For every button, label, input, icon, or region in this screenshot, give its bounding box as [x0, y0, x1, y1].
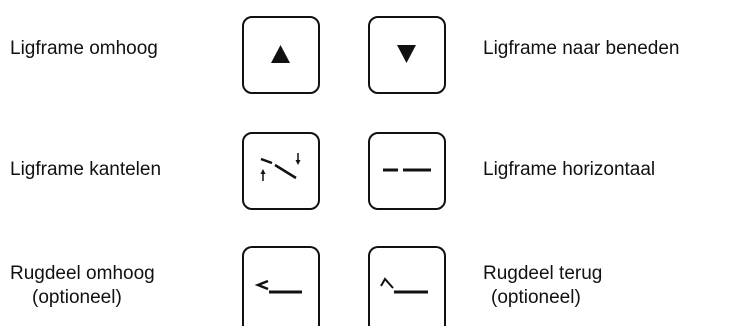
ligframe-kantelen-label: Ligframe kantelen — [10, 159, 162, 180]
ligframe-omhoog-label: Ligframe omhoog — [10, 38, 158, 59]
ligframe-tilt-button[interactable] — [242, 132, 320, 210]
tilt-icon — [260, 153, 301, 181]
rugdeel-terug-title: Rugdeel terug — [483, 263, 603, 284]
ligframe-naar-beneden-label: Ligframe naar beneden — [483, 38, 680, 59]
backrest-up-icon — [254, 279, 302, 294]
triangle-up-icon — [271, 45, 290, 63]
ligframe-up-button[interactable] — [242, 16, 320, 94]
backrest-up-button[interactable] — [242, 246, 320, 326]
rugdeel-omhoog-optional: (optioneel) — [32, 287, 122, 308]
triangle-down-icon — [397, 45, 416, 63]
rugdeel-omhoog-title: Rugdeel omhoog — [10, 263, 155, 284]
horizontal-icon — [383, 168, 431, 172]
ligframe-horizontal-button[interactable] — [368, 132, 446, 210]
rugdeel-terug-label: Rugdeel terug (optioneel) — [483, 262, 602, 310]
rugdeel-omhoog-label: Rugdeel omhoog (optioneel) — [10, 262, 155, 310]
rugdeel-terug-optional: (optioneel) — [491, 287, 581, 308]
backrest-down-icon — [380, 277, 428, 294]
ligframe-down-button[interactable] — [368, 16, 446, 94]
backrest-down-button[interactable] — [368, 246, 446, 326]
ligframe-horizontaal-label: Ligframe horizontaal — [483, 159, 656, 180]
